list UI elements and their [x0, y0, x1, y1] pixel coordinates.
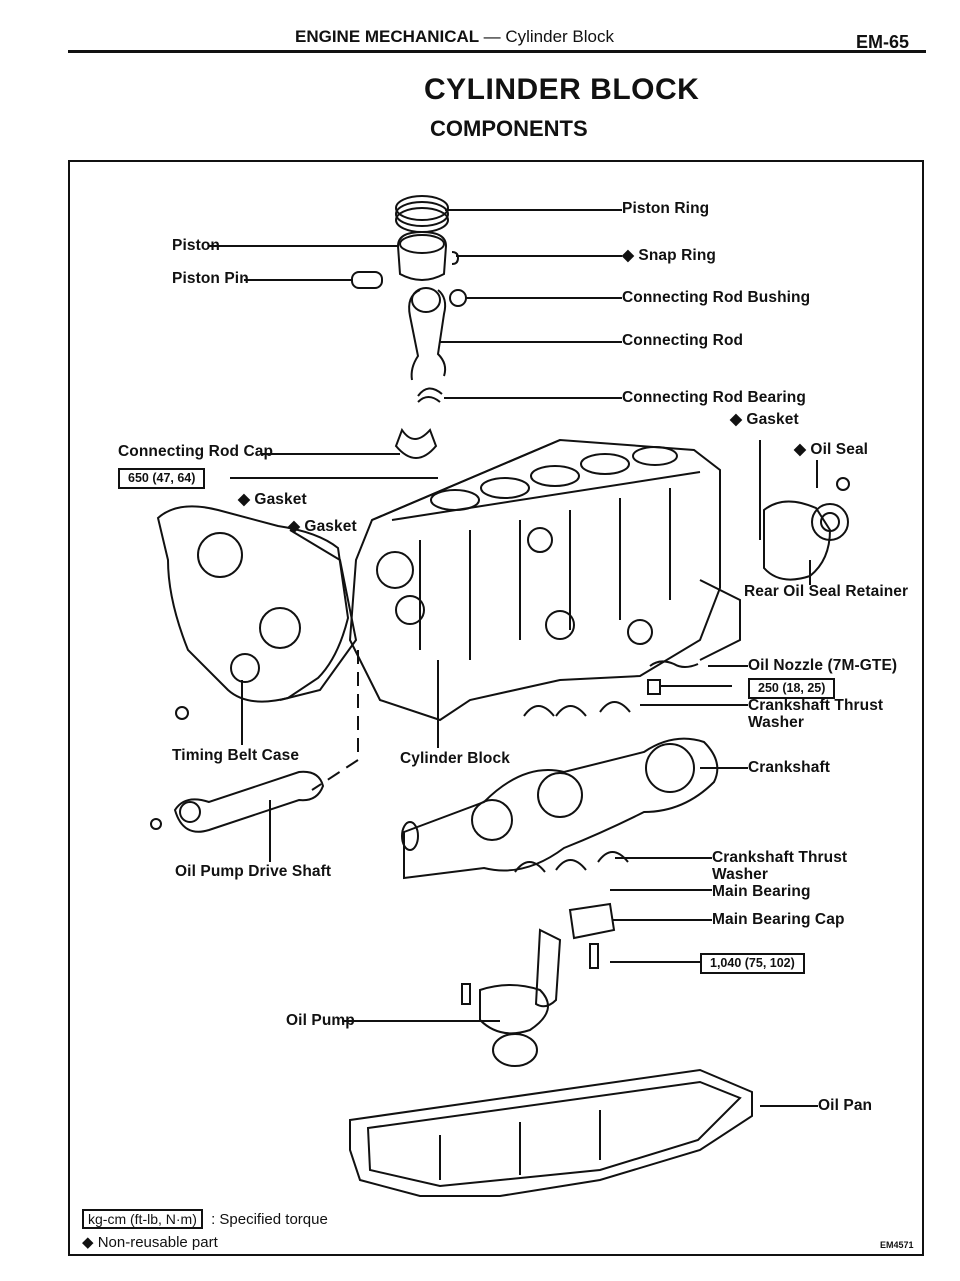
legend-torque-desc: : Specified torque	[211, 1211, 328, 1228]
header-section: ENGINE MECHANICAL	[295, 27, 479, 46]
label-crank-thrust-washer-2b: Washer	[712, 866, 769, 883]
label-crank-thrust-washer-2a: Crankshaft Thrust	[712, 849, 848, 866]
label-gasket-left-1: ◆ Gasket	[238, 491, 307, 508]
diagram-frame	[68, 160, 924, 1256]
page-title: CYLINDER BLOCK	[424, 73, 700, 106]
label-con-rod-bearing: Connecting Rod Bearing	[622, 389, 806, 406]
label-crankshaft: Crankshaft	[748, 759, 830, 776]
label-oil-pump-drive-shaft: Oil Pump Drive Shaft	[175, 863, 332, 880]
label-con-rod-bushing: Connecting Rod Bushing	[622, 289, 811, 306]
label-con-rod: Connecting Rod	[622, 332, 744, 349]
header-subsection: Cylinder Block	[505, 27, 614, 46]
header-dash: —	[483, 27, 501, 46]
label-piston-ring: Piston Ring	[622, 200, 710, 217]
label-crank-thrust-washer-1b: Washer	[748, 714, 805, 731]
torque-con-rod-cap: 650 (47, 64)	[118, 468, 206, 489]
label-cylinder-block: Cylinder Block	[400, 750, 510, 767]
label-gasket-left-2: ◆ Gasket	[288, 518, 357, 535]
label-piston: Piston	[172, 237, 220, 254]
label-gasket-top: ◆ Gasket	[730, 411, 799, 428]
legend-nonreusable: ◆ Non-reusable part	[82, 1234, 218, 1251]
page-subtitle: COMPONENTS	[430, 116, 588, 141]
header-rule	[68, 50, 926, 53]
label-con-rod-cap: Connecting Rod Cap	[118, 443, 274, 460]
page-header: ENGINE MECHANICAL — Cylinder Block	[295, 27, 614, 47]
diagram-id: EM4571	[880, 1240, 914, 1250]
label-rear-oil-seal-retainer: Rear Oil Seal Retainer	[744, 583, 909, 600]
torque-main-bearing-cap: 1,040 (75, 102)	[700, 953, 805, 974]
page-number: EM-65	[856, 32, 910, 52]
label-oil-seal: ◆ Oil Seal	[794, 441, 869, 458]
legend-torque-unit: kg-cm (ft-lb, N·m)	[82, 1209, 203, 1229]
label-main-bearing: Main Bearing	[712, 883, 811, 900]
label-oil-nozzle: Oil Nozzle (7M-GTE)	[748, 657, 898, 674]
label-snap-ring: ◆ Snap Ring	[622, 247, 716, 264]
label-oil-pan: Oil Pan	[818, 1097, 873, 1114]
label-oil-pump: Oil Pump	[286, 1012, 355, 1029]
label-main-bearing-cap: Main Bearing Cap	[712, 911, 845, 928]
label-piston-pin: Piston Pin	[172, 270, 249, 287]
legend-torque: kg-cm (ft-lb, N·m) : Specified torque	[82, 1209, 328, 1229]
label-crank-thrust-washer-1a: Crankshaft Thrust	[748, 697, 884, 714]
label-timing-belt-case: Timing Belt Case	[172, 747, 300, 764]
torque-oil-nozzle: 250 (18, 25)	[748, 678, 836, 699]
